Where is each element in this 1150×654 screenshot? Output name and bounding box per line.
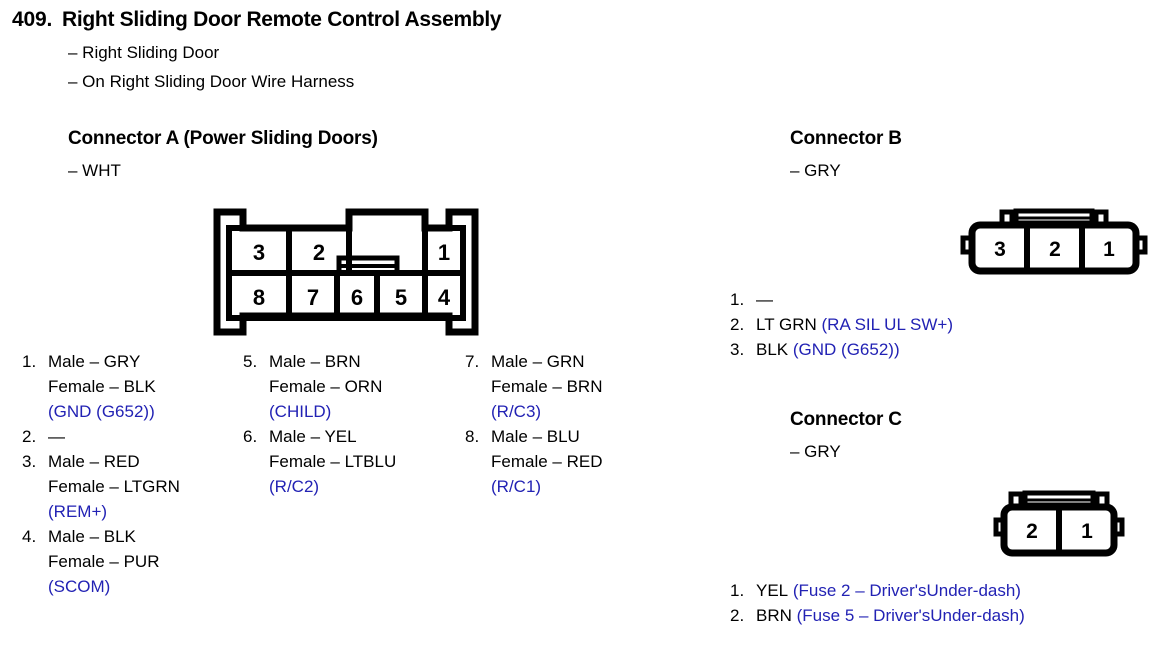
pin-number: 3. [22,452,37,471]
pin-circuit-label: (SCOM) [48,577,111,596]
connector-c-pinout-diagram: 2 1 [993,490,1125,558]
svg-text:6: 6 [351,285,363,310]
connector-b-color: – GRY [790,161,841,180]
pin-circuit-label: (Fuse 5 – Driver'sUnder-dash) [796,606,1025,625]
pin-entry: 5. Male – BRN Female – ORN (CHILD) [243,349,458,424]
svg-text:1: 1 [1103,238,1115,261]
connector-a-pin-column-1: 1. Male – GRY Female – BLK (GND (G652)) … [22,349,237,599]
pin-entry: 6. Male – YEL Female – LTBLU (R/C2) [243,424,458,499]
pin-female-wire: Female – BRN [491,377,603,396]
pin-entry: 2. — [22,424,237,449]
pin-entry: 2. BRN (Fuse 5 – Driver'sUnder-dash) [730,603,1130,628]
pin-number: 2. [730,315,745,334]
header-subline-location: – Right Sliding Door [68,43,220,62]
pin-wire-color: — [756,290,773,309]
pin-number: 2. [22,427,37,446]
connector-a-heading: Connector A (Power Sliding Doors) [68,128,378,149]
pin-male-wire: Male – GRN [491,352,585,371]
svg-text:2: 2 [1049,238,1061,261]
svg-text:7: 7 [307,285,319,310]
pin-number: 6. [243,427,258,446]
header-subline-harness: – On Right Sliding Door Wire Harness [68,72,355,91]
connector-b-pinout-diagram: 3 2 1 [960,208,1148,276]
connector-b-pin-list: 1. — 2. LT GRN (RA SIL UL SW+) 3. BLK (G… [730,287,1130,362]
pin-circuit-label: (CHILD) [269,402,332,421]
pin-female-wire: Female – ORN [269,377,383,396]
pin-female-wire: Female – LTBLU [269,452,397,471]
pin-female-wire: Female – BLK [48,377,156,396]
svg-text:3: 3 [994,238,1006,261]
pin-circuit-label: (R/C3) [491,402,542,421]
connector-c-heading: Connector C [790,409,902,430]
pin-circuit-label: (GND (G652)) [792,340,900,359]
pin-circuit-label: (GND (G652)) [48,402,155,421]
pin-entry: 4. Male – BLK Female – PUR (SCOM) [22,524,237,599]
connector-a-pin-column-2: 5. Male – BRN Female – ORN (CHILD) 6. Ma… [243,349,458,499]
pin-number: 7. [465,352,480,371]
pin-entry: 1. YEL (Fuse 2 – Driver'sUnder-dash) [730,578,1130,603]
pin-female-wire: Female – LTGRN [48,477,180,496]
connector-a-pin-column-3: 7. Male – GRN Female – BRN (R/C3) 8. Mal… [465,349,680,499]
pin-wire-color: YEL [756,581,789,600]
connector-c-pin-list: 1. YEL (Fuse 2 – Driver'sUnder-dash) 2. … [730,578,1130,628]
pin-entry: 8. Male – BLU Female – RED (R/C1) [465,424,680,499]
connector-b-heading: Connector B [790,128,902,149]
pin-circuit-label: (R/C1) [491,477,542,496]
section-number: 409. [12,8,53,31]
page-title: Right Sliding Door Remote Control Assemb… [62,8,502,31]
pin-female-wire: Female – PUR [48,552,160,571]
pin-number: 5. [243,352,258,371]
pin-empty-dash: — [48,427,65,446]
svg-text:8: 8 [253,285,265,310]
pin-number: 8. [465,427,480,446]
svg-text:1: 1 [438,240,450,265]
pin-entry: 1. — [730,287,1130,312]
pin-circuit-label: (RA SIL UL SW+) [821,315,953,334]
pin-number: 1. [730,290,745,309]
pin-number: 2. [730,606,745,625]
svg-text:2: 2 [313,240,325,265]
pin-male-wire: Male – GRY [48,352,141,371]
pin-number: 4. [22,527,37,546]
pin-number: 1. [730,581,745,600]
svg-text:3: 3 [253,240,265,265]
pin-male-wire: Male – BRN [269,352,361,371]
pin-circuit-label: (Fuse 2 – Driver'sUnder-dash) [792,581,1021,600]
pin-number: 3. [730,340,745,359]
pin-male-wire: Male – YEL [269,427,357,446]
pin-female-wire: Female – RED [491,452,603,471]
connector-a-color: – WHT [68,161,121,180]
pin-entry: 7. Male – GRN Female – BRN (R/C3) [465,349,680,424]
pin-circuit-label: (REM+) [48,502,108,521]
pin-wire-color: LT GRN [756,315,817,334]
svg-text:1: 1 [1081,520,1093,543]
pin-entry: 2. LT GRN (RA SIL UL SW+) [730,312,1130,337]
svg-text:5: 5 [395,285,407,310]
pin-wire-color: BLK [756,340,789,359]
pin-number: 1. [22,352,37,371]
pin-entry: 3. Male – RED Female – LTGRN (REM+) [22,449,237,524]
pin-entry: 1. Male – GRY Female – BLK (GND (G652)) [22,349,237,424]
svg-text:2: 2 [1026,520,1038,543]
connector-a-pinout-diagram: 3 2 1 8 7 6 5 4 [213,208,479,336]
pin-male-wire: Male – BLK [48,527,136,546]
pin-entry: 3. BLK (GND (G652)) [730,337,1130,362]
pin-male-wire: Male – RED [48,452,140,471]
pin-male-wire: Male – BLU [491,427,580,446]
connector-c-color: – GRY [790,442,841,461]
pin-wire-color: BRN [756,606,792,625]
svg-text:4: 4 [438,285,451,310]
pin-circuit-label: (R/C2) [269,477,320,496]
